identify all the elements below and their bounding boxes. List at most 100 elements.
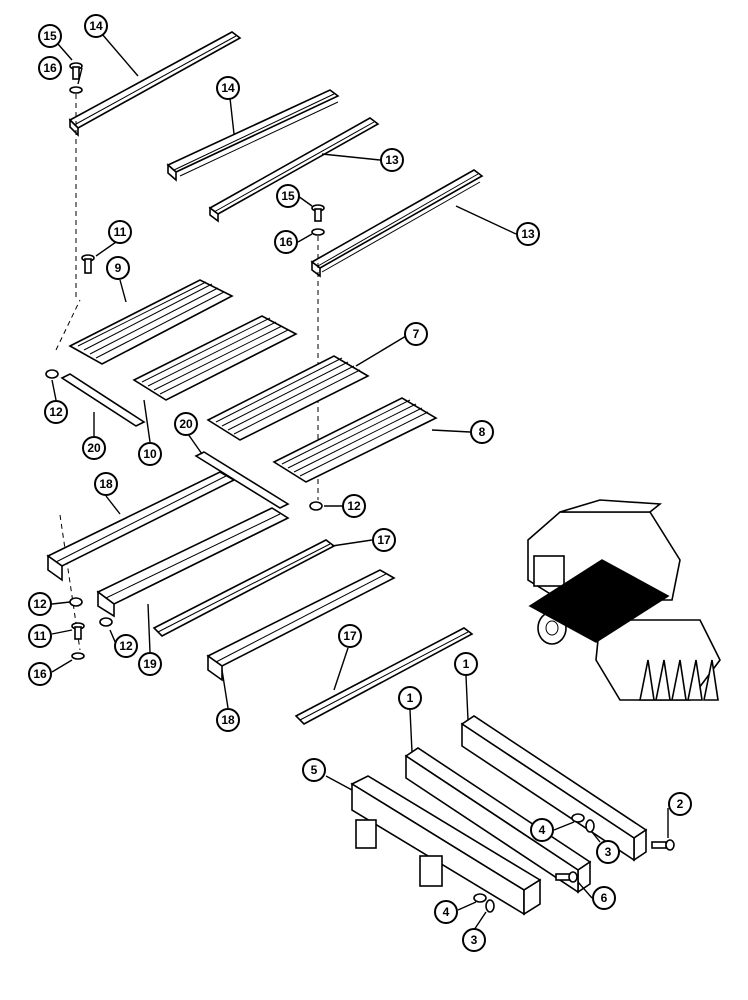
callout-12-lower-center: 12 <box>114 634 138 658</box>
callout-15-center: 15 <box>276 184 300 208</box>
callout-18-upper: 18 <box>94 472 118 496</box>
nut-4-right <box>571 813 585 823</box>
channel-19 <box>96 507 290 618</box>
callout-9: 9 <box>106 256 130 280</box>
cotton-picker-machine-illustration <box>527 499 721 701</box>
rail-14-center <box>166 89 340 182</box>
svg-text:15: 15 <box>43 29 57 43</box>
crossmember-5 <box>350 775 542 916</box>
alignment-line-left-lower <box>55 299 81 351</box>
washer-3-right <box>585 819 595 833</box>
nut-12-center <box>309 501 323 511</box>
svg-text:16: 16 <box>33 667 47 681</box>
callout-16-top-left: 16 <box>38 56 62 80</box>
bolt-15-top-left <box>69 62 83 80</box>
callout-8: 8 <box>470 420 494 444</box>
svg-text:16: 16 <box>43 61 57 75</box>
alignment-line-left-bottom <box>59 514 81 651</box>
bolt-11-upper <box>81 254 95 274</box>
callout-16-lower: 16 <box>28 662 52 686</box>
svg-text:18: 18 <box>99 477 113 491</box>
svg-text:14: 14 <box>221 81 235 95</box>
callout-4-right: 4 <box>530 818 554 842</box>
svg-text:14: 14 <box>89 19 103 33</box>
nut-12-lower-left <box>69 597 83 607</box>
svg-text:3: 3 <box>471 933 478 947</box>
callout-15-top-left: 15 <box>38 24 62 48</box>
nut-4-lower <box>473 893 487 903</box>
svg-text:16: 16 <box>279 235 293 249</box>
svg-text:13: 13 <box>385 153 399 167</box>
svg-text:17: 17 <box>377 533 391 547</box>
floor-area-highlight <box>528 559 670 643</box>
svg-text:1: 1 <box>463 657 470 671</box>
callout-19: 19 <box>138 652 162 676</box>
svg-text:20: 20 <box>179 417 193 431</box>
svg-text:12: 12 <box>347 499 361 513</box>
callout-1-right: 1 <box>454 652 478 676</box>
callout-12-left: 12 <box>44 400 68 424</box>
rail-14-upper-left <box>68 31 242 137</box>
callout-11-upper: 11 <box>108 220 132 244</box>
svg-text:17: 17 <box>343 629 357 643</box>
callout-10: 10 <box>138 442 162 466</box>
callout-3-lower: 3 <box>462 928 486 952</box>
bolt-15-center <box>311 204 325 222</box>
svg-text:19: 19 <box>143 657 157 671</box>
callout-4-lower: 4 <box>434 900 458 924</box>
washer-16-center <box>311 228 325 236</box>
svg-text:18: 18 <box>221 713 235 727</box>
leader-lines <box>51 33 669 931</box>
svg-text:12: 12 <box>119 639 133 653</box>
nut-12-left <box>45 369 59 379</box>
svg-text:12: 12 <box>33 597 47 611</box>
callout-1-center: 1 <box>398 686 422 710</box>
svg-text:12: 12 <box>49 405 63 419</box>
callout-5: 5 <box>302 758 326 782</box>
channel-18-lower <box>206 569 396 682</box>
callout-14-top: 14 <box>84 14 108 38</box>
callout-14-center: 14 <box>216 76 240 100</box>
washer-3-lower <box>485 899 495 913</box>
callout-20-center: 20 <box>174 412 198 436</box>
bolt-11-lower <box>71 622 85 640</box>
callout-12-center: 12 <box>342 494 366 518</box>
svg-text:15: 15 <box>281 189 295 203</box>
svg-text:13: 13 <box>521 227 535 241</box>
svg-text:8: 8 <box>479 425 486 439</box>
nut-12-lower-center <box>99 617 113 627</box>
svg-text:2: 2 <box>677 797 684 811</box>
svg-text:4: 4 <box>539 823 546 837</box>
callout-18-lower: 18 <box>216 708 240 732</box>
svg-text:20: 20 <box>87 441 101 455</box>
callout-12-lower-left: 12 <box>28 592 52 616</box>
svg-text:4: 4 <box>443 905 450 919</box>
rail-13-right <box>310 169 484 278</box>
svg-text:3: 3 <box>605 845 612 859</box>
callout-2: 2 <box>668 792 692 816</box>
channel-18-upper <box>46 471 236 582</box>
rail-13-center <box>208 117 380 223</box>
svg-text:11: 11 <box>114 225 127 239</box>
floor-panel-7 <box>206 355 370 441</box>
svg-text:11: 11 <box>34 629 47 643</box>
callout-6: 6 <box>592 886 616 910</box>
washer-16-top-left <box>69 86 83 94</box>
svg-text:10: 10 <box>143 447 157 461</box>
callout-3-right: 3 <box>596 840 620 864</box>
bolt-6 <box>555 871 578 883</box>
svg-text:6: 6 <box>601 891 608 905</box>
floor-panel-8 <box>272 397 438 483</box>
callout-13-center: 13 <box>380 148 404 172</box>
support-17-lower <box>294 627 474 725</box>
svg-text:1: 1 <box>407 691 414 705</box>
callout-16-center: 16 <box>274 230 298 254</box>
washer-16-lower <box>71 652 85 660</box>
svg-text:9: 9 <box>115 261 122 275</box>
callout-7: 7 <box>404 322 428 346</box>
svg-text:5: 5 <box>311 763 318 777</box>
svg-text:7: 7 <box>413 327 420 341</box>
strip-20-left <box>60 373 146 427</box>
